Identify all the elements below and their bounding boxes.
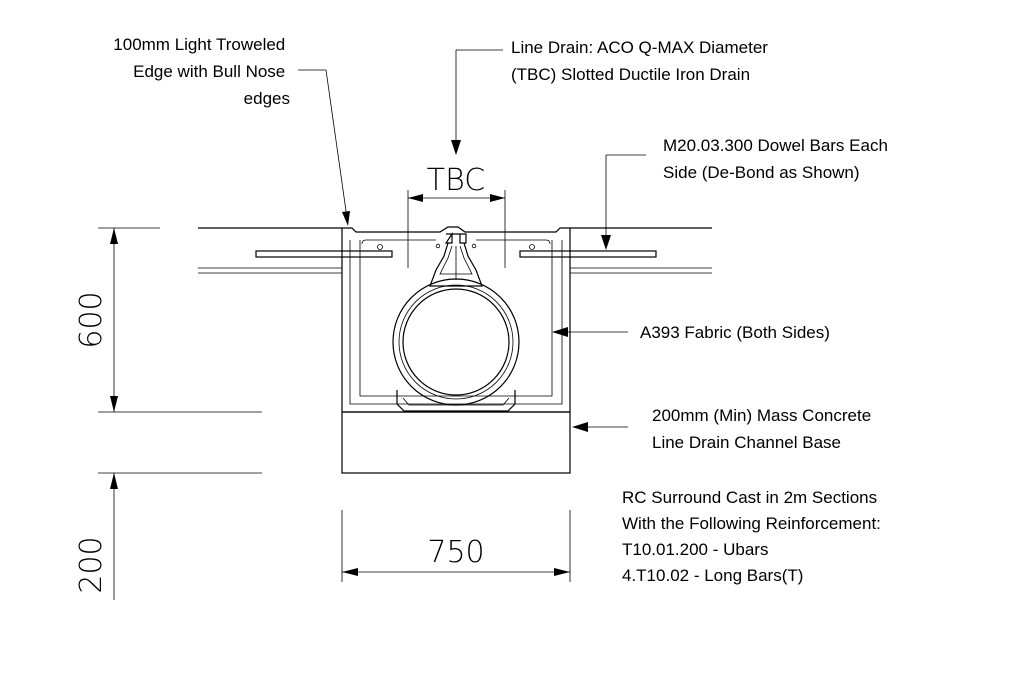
height-600-dimension: 600	[74, 227, 262, 413]
width-750-dimension: 750	[341, 510, 571, 582]
rc-label-line-1: RC Surround Cast in 2m Sections	[622, 488, 877, 507]
tbc-dimension-text: TBC	[427, 163, 485, 198]
base-label-line-2: Line Drain Channel Base	[652, 433, 841, 452]
drain-leader	[451, 49, 503, 155]
height-600-text: 600	[74, 291, 109, 348]
rc-label-line-2: With the Following Reinforcement:	[622, 514, 881, 533]
base-label: 200mm (Min) Mass Concrete Line Drain Cha…	[652, 406, 876, 452]
rc-label: RC Surround Cast in 2m Sections With the…	[622, 488, 886, 585]
edge-label-line-2: Edge with Bull Nose	[133, 62, 285, 81]
tbc-dimension: TBC	[407, 163, 506, 268]
dowel-label-line-1: M20.03.300 Dowel Bars Each	[663, 136, 888, 155]
drain-label-line-2: (TBC) Slotted Ductile Iron Drain	[511, 65, 750, 84]
dowel-leader	[601, 154, 646, 250]
drain-label: Line Drain: ACO Q-MAX Diameter (TBC) Slo…	[511, 38, 773, 84]
height-200-dimension: 200	[74, 472, 262, 600]
fabric-leader	[552, 327, 628, 337]
edge-label-line-3: edges	[244, 89, 290, 108]
width-750-text: 750	[427, 535, 484, 570]
base-leader	[572, 422, 628, 432]
mass-concrete-base	[341, 411, 571, 474]
dowel-bar-left	[255, 250, 393, 258]
edge-label-line-1: 100mm Light Troweled	[113, 35, 285, 54]
base-label-line-1: 200mm (Min) Mass Concrete	[652, 406, 871, 425]
edge-label: 100mm Light Troweled Edge with Bull Nose…	[113, 35, 290, 108]
dowel-label-line-2: Side (De-Bond as Shown)	[663, 163, 860, 182]
drain-label-line-1: Line Drain: ACO Q-MAX Diameter	[511, 38, 768, 57]
dowel-label: M20.03.300 Dowel Bars Each Side (De-Bond…	[663, 136, 893, 182]
rc-label-line-3: T10.01.200 - Ubars	[622, 540, 768, 559]
rc-label-line-4: 4.T10.02 - Long Bars(T)	[622, 566, 803, 585]
slab-left	[198, 227, 342, 274]
slab-right	[570, 227, 712, 274]
dowel-bar-right	[519, 250, 657, 258]
aco-line-drain	[392, 232, 520, 412]
fabric-label: A393 Fabric (Both Sides)	[640, 323, 830, 342]
edge-leader	[298, 69, 350, 226]
height-200-text: 200	[74, 536, 109, 593]
